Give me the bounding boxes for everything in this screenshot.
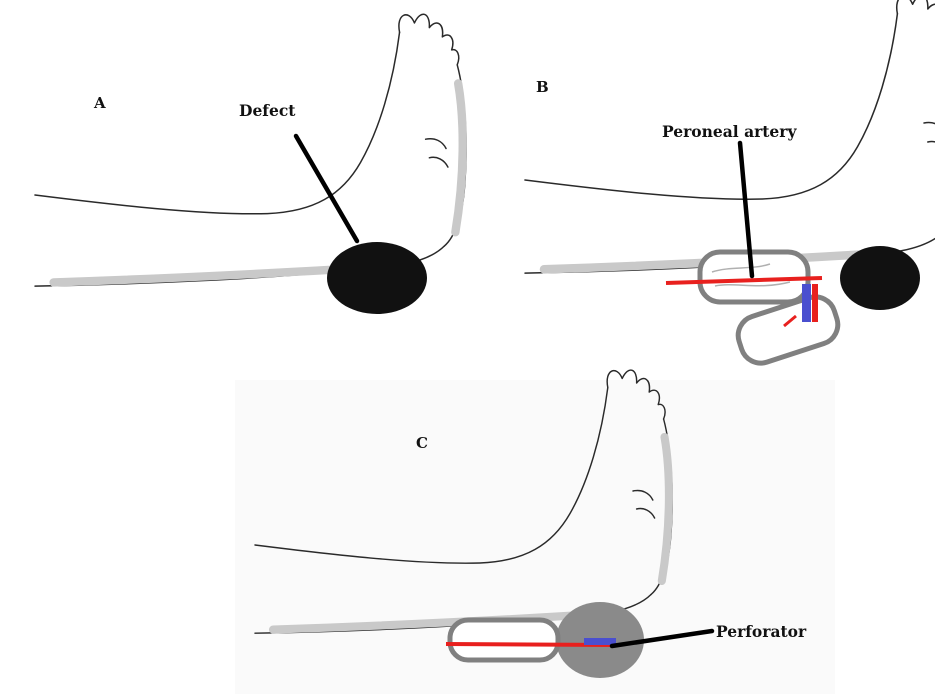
heel-defect: [840, 246, 920, 310]
panel-a: A Defect: [35, 14, 466, 314]
panel-b-label: B: [536, 78, 549, 96]
heel-defect: [327, 242, 427, 314]
panel-a-label: A: [93, 94, 106, 112]
panel-b: B Peroneal artery: [525, 0, 935, 368]
peroneal-artery-callout-label: Peroneal artery: [662, 122, 797, 141]
panel-c: C Perforator: [235, 370, 835, 694]
panel-c-label: C: [416, 434, 428, 452]
transposed-flap: [450, 620, 558, 660]
perforator-callout-label: Perforator: [716, 622, 807, 641]
perforator-pedicle: [802, 284, 811, 322]
defect-callout-label: Defect: [239, 101, 296, 120]
defect-leader-line: [296, 136, 357, 241]
